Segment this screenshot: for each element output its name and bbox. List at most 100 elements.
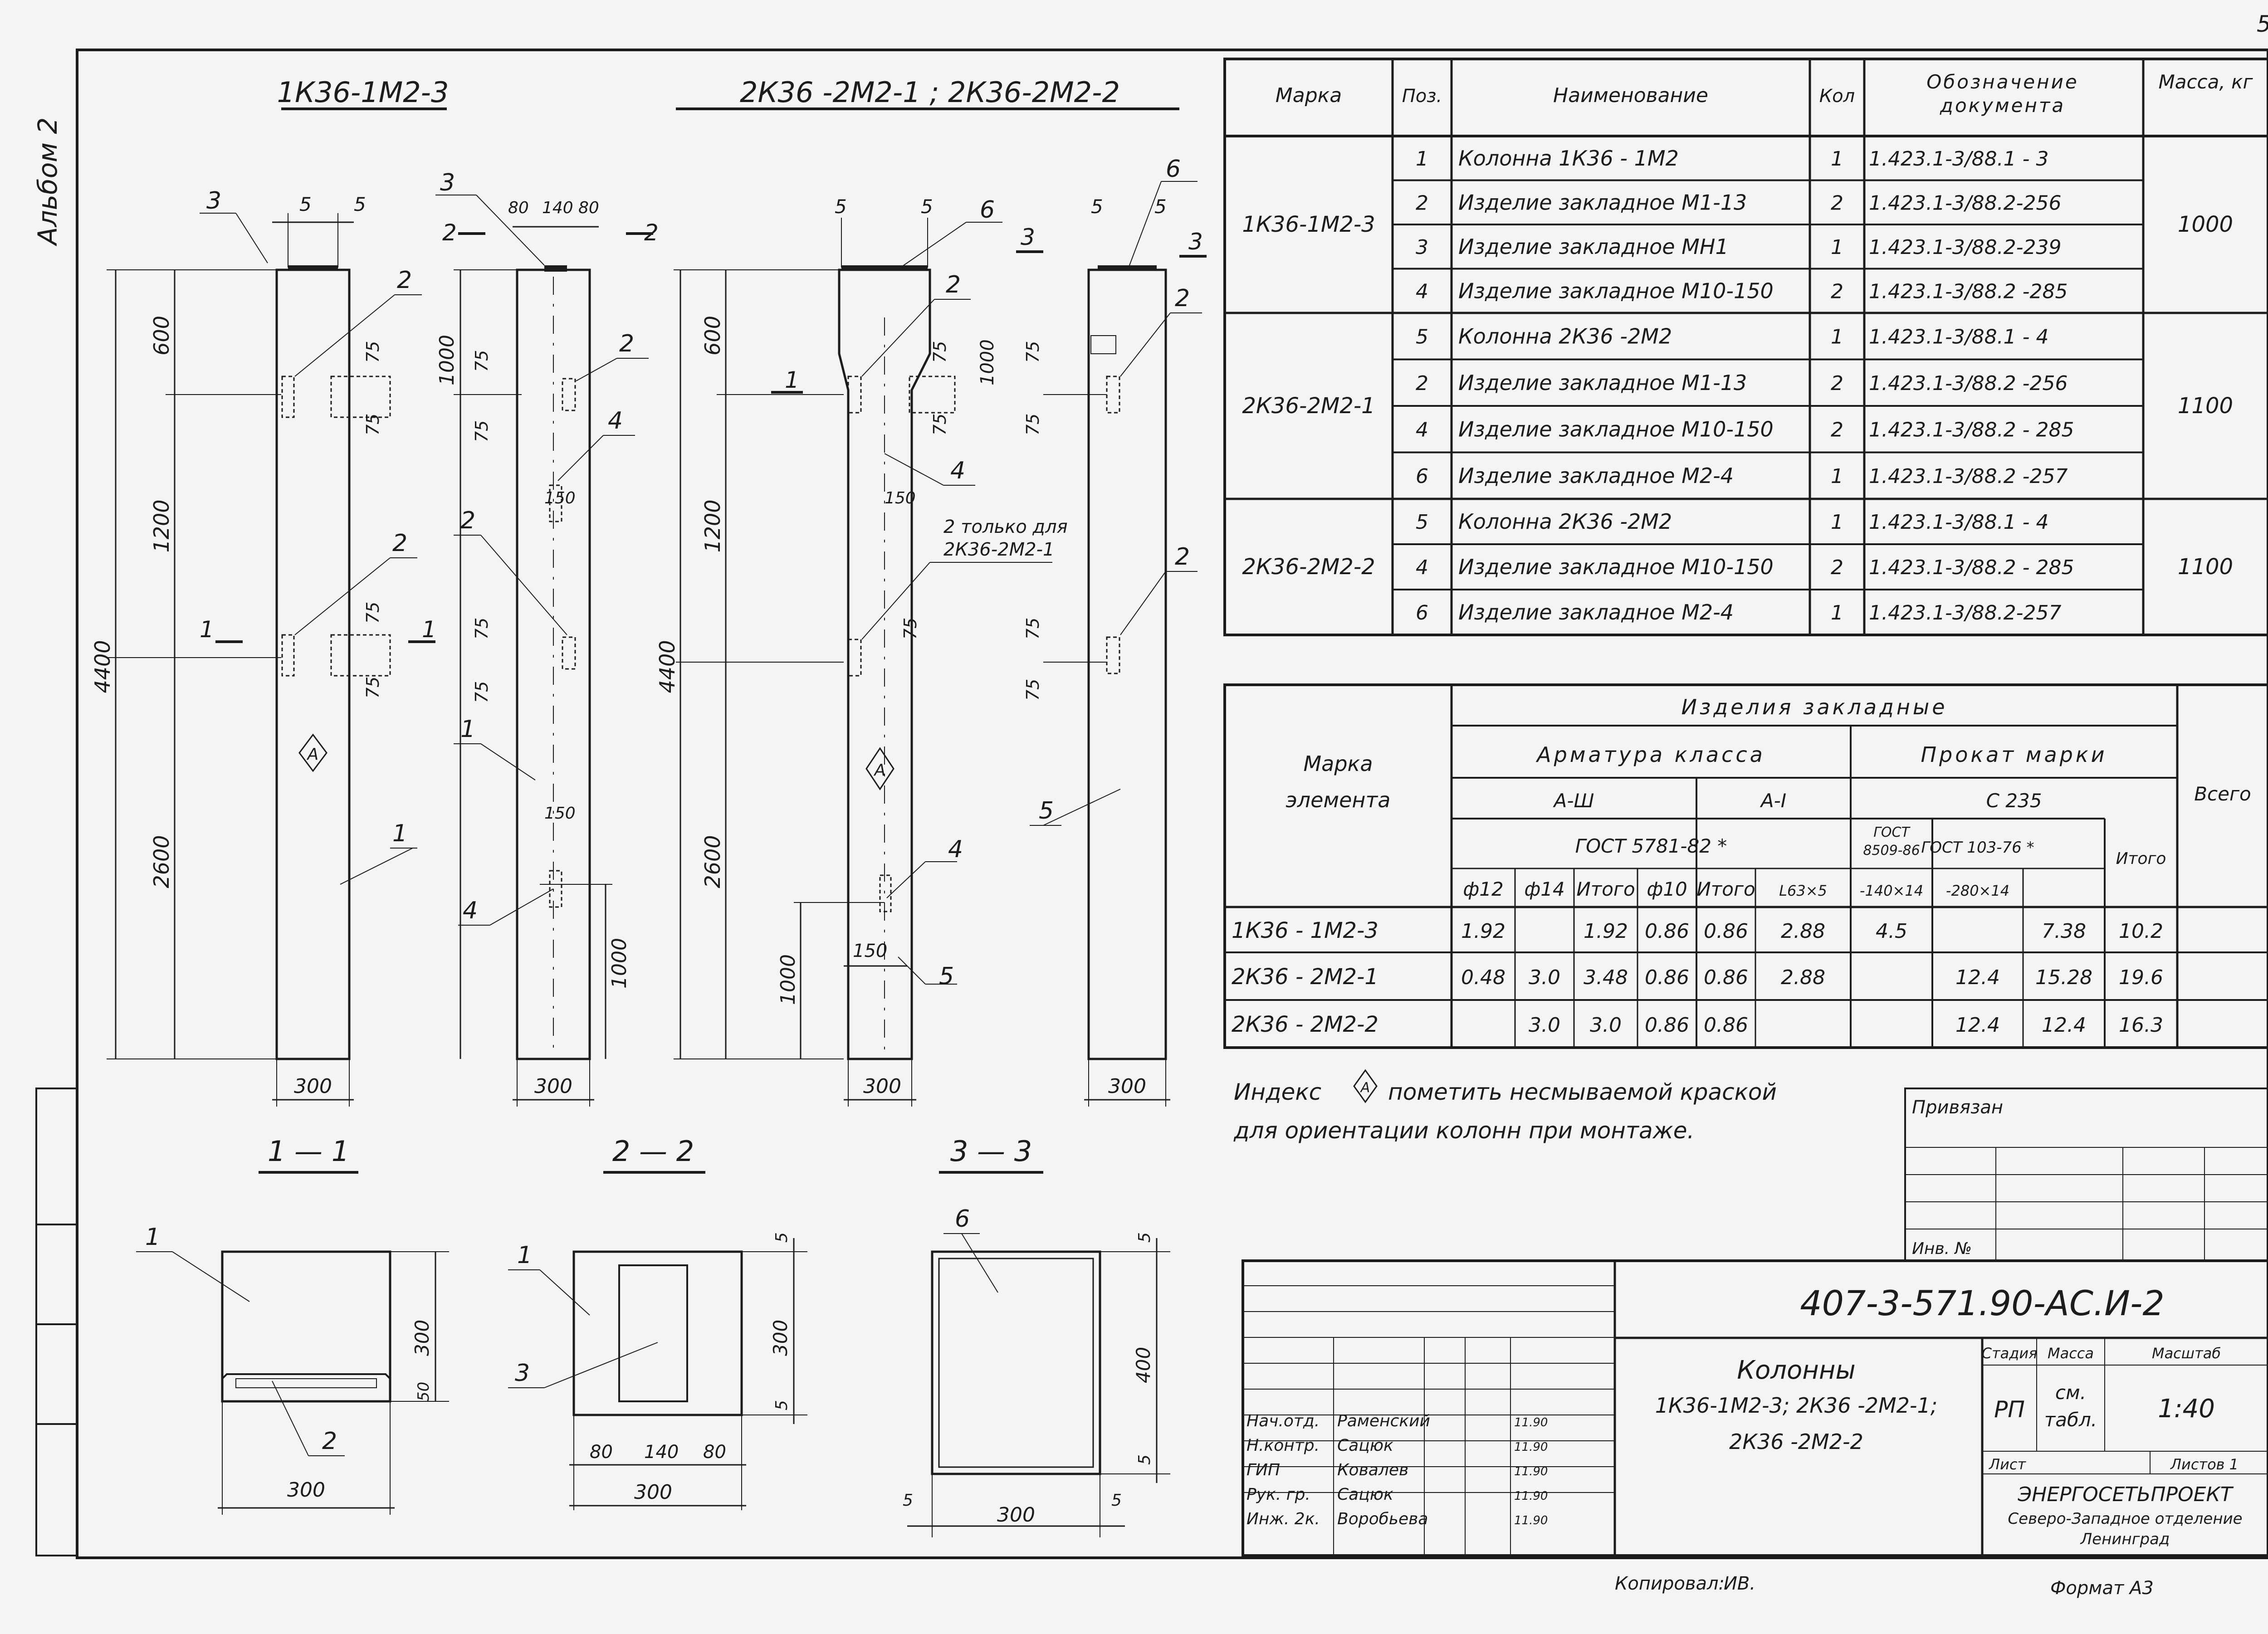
svg-text:4: 4 xyxy=(463,897,478,924)
svg-text:75: 75 xyxy=(1023,341,1043,363)
album-note: Альбом 2 xyxy=(32,117,63,247)
svg-text:С 235: С 235 xyxy=(1986,790,2042,812)
spec-qty: 1 xyxy=(1831,325,1843,348)
svg-text:5: 5 xyxy=(354,193,366,215)
spec-name: Колонна 1К36 - 1М2 xyxy=(1458,146,1679,171)
column-1-side-view: 1000 1000 75 75 75 75 150 150 300 80 140… xyxy=(435,169,659,1107)
embed-cell: 0.86 xyxy=(1645,1014,1689,1037)
spec-pos: 6 xyxy=(1416,465,1428,488)
svg-text:Масштаб: Масштаб xyxy=(2152,1345,2221,1362)
embed-subheader: ф12 xyxy=(1463,878,1503,900)
svg-text:2К36-2М2-1: 2К36-2М2-1 xyxy=(943,539,1054,560)
svg-text:150: 150 xyxy=(885,489,916,507)
embed-cell: 10.2 xyxy=(2119,920,2163,943)
svg-text:1К36-1М2-3; 2К36 -2М2-1;: 1К36-1М2-3; 2К36 -2М2-1; xyxy=(1655,1393,1938,1418)
svg-text:1000: 1000 xyxy=(608,938,631,989)
svg-text:Масса: Масса xyxy=(2048,1345,2094,1362)
embed-cell: 15.28 xyxy=(2035,966,2092,989)
spec-doc: 1.423.1-3/88.1 - 3 xyxy=(1869,147,2048,171)
svg-text:2: 2 xyxy=(442,219,457,246)
spec-pos: 1 xyxy=(1416,147,1428,171)
svg-text:5: 5 xyxy=(939,963,954,990)
svg-text:1: 1 xyxy=(200,616,214,643)
spec-header-mass: Масса, кг xyxy=(2158,71,2253,93)
svg-text:Марка: Марка xyxy=(1303,751,1373,776)
svg-text:300: 300 xyxy=(294,1075,332,1098)
svg-text:150: 150 xyxy=(544,804,576,823)
svg-text:2: 2 xyxy=(946,271,961,298)
svg-text:75: 75 xyxy=(363,602,383,624)
svg-text:2: 2 xyxy=(397,267,412,294)
svg-text:5: 5 xyxy=(1091,195,1103,218)
spec-pos: 4 xyxy=(1416,418,1428,441)
svg-text:см.: см. xyxy=(2055,1381,2086,1404)
svg-text:75: 75 xyxy=(930,414,950,435)
svg-text:А: А xyxy=(874,761,886,780)
svg-text:5: 5 xyxy=(772,1400,791,1410)
svg-text:5: 5 xyxy=(772,1232,791,1243)
embed-cell: 12.4 xyxy=(2042,1014,2086,1037)
drawing-name: Колонны xyxy=(1737,1356,1856,1385)
spec-qty: 1 xyxy=(1831,465,1843,488)
embed-cell: 3.48 xyxy=(1584,966,1628,989)
spec-name: Изделие закладное М2-4 xyxy=(1458,600,1734,624)
spec-name: Колонна 2К36 -2М2 xyxy=(1458,324,1672,348)
svg-text:РП: РП xyxy=(1994,1396,2025,1423)
staff-date: 11.90 xyxy=(1514,1465,1548,1478)
svg-text:75: 75 xyxy=(1023,679,1043,701)
embed-cell: 2.88 xyxy=(1781,920,1825,943)
svg-text:1: 1 xyxy=(785,367,799,393)
embed-row-mark: 2К36 - 2М2-1 xyxy=(1232,964,1378,990)
svg-text:2: 2 xyxy=(392,530,407,557)
svg-text:150: 150 xyxy=(544,489,576,507)
svg-text:табл.: табл. xyxy=(2044,1409,2097,1431)
left-stamp-strip xyxy=(35,1088,78,1556)
svg-text:1: 1 xyxy=(517,1242,532,1269)
svg-text:5: 5 xyxy=(921,195,933,218)
spec-doc: 1.423.1-3/88.2 -285 xyxy=(1869,280,2068,303)
svg-text:75: 75 xyxy=(1023,618,1043,639)
embed-cell: 0.86 xyxy=(1645,920,1689,943)
column-1-title: 1К36-1М2-3 xyxy=(277,76,449,109)
spec-name: Изделие закладное МН1 xyxy=(1458,234,1729,259)
svg-text:75: 75 xyxy=(472,681,492,703)
embed-cell: 19.6 xyxy=(2119,966,2163,989)
svg-text:75: 75 xyxy=(472,350,492,372)
spec-doc: 1.423.1-3/88.2 - 285 xyxy=(1869,556,2074,579)
svg-text:4: 4 xyxy=(950,457,965,484)
spec-mass: 1100 xyxy=(2178,393,2233,419)
spec-pos: 2 xyxy=(1416,191,1428,215)
spec-doc: 1.423.1-3/88.2 -256 xyxy=(1869,372,2068,395)
svg-text:для ориентации колонн при монт: для ориентации колонн при монтаже. xyxy=(1233,1117,1694,1144)
spec-pos: 2 xyxy=(1416,372,1428,395)
svg-text:400: 400 xyxy=(1132,1347,1154,1383)
staff-name: Ковалев xyxy=(1337,1461,1408,1479)
spec-mark: 2К36-2М2-1 xyxy=(1242,393,1375,419)
svg-text:Листов 1: Листов 1 xyxy=(2170,1456,2239,1473)
embed-cell: 7.38 xyxy=(2042,920,2086,943)
staff-name: Сацюк xyxy=(1337,1436,1393,1455)
svg-text:6: 6 xyxy=(980,196,995,224)
svg-text:3: 3 xyxy=(515,1360,530,1387)
svg-text:5: 5 xyxy=(1135,1232,1154,1243)
svg-text:150: 150 xyxy=(853,941,887,961)
svg-text:1: 1 xyxy=(422,616,436,643)
section-1-1: 1 — 1 300 50 300 1 2 xyxy=(136,1135,449,1515)
svg-text:2 только для: 2 только для xyxy=(943,517,1068,537)
sheet-format: Формат А3 xyxy=(2050,1578,2154,1599)
spec-name: Изделие закладное М2-4 xyxy=(1458,463,1734,488)
spec-doc: 1.423.1-3/88.1 - 4 xyxy=(1869,325,2048,348)
svg-text:2600: 2600 xyxy=(149,835,174,888)
spec-qty: 2 xyxy=(1831,372,1843,395)
svg-text:2: 2 xyxy=(460,507,475,534)
svg-text:75: 75 xyxy=(472,420,492,442)
svg-text:1000: 1000 xyxy=(435,335,459,385)
svg-text:ЭНЕРГОСЕТЬПРОЕКТ: ЭНЕРГОСЕТЬПРОЕКТ xyxy=(2017,1483,2234,1506)
spec-name: Изделие закладное М1-13 xyxy=(1458,371,1747,395)
svg-text:Привязан: Привязан xyxy=(1912,1097,2003,1118)
spec-name: Колонна 2К36 -2М2 xyxy=(1458,509,1672,534)
embed-lower-right xyxy=(330,634,391,677)
svg-text:ГОСТ 5781-82 *: ГОСТ 5781-82 * xyxy=(1575,835,1727,857)
spec-name: Изделие закладное М10-150 xyxy=(1458,555,1774,579)
